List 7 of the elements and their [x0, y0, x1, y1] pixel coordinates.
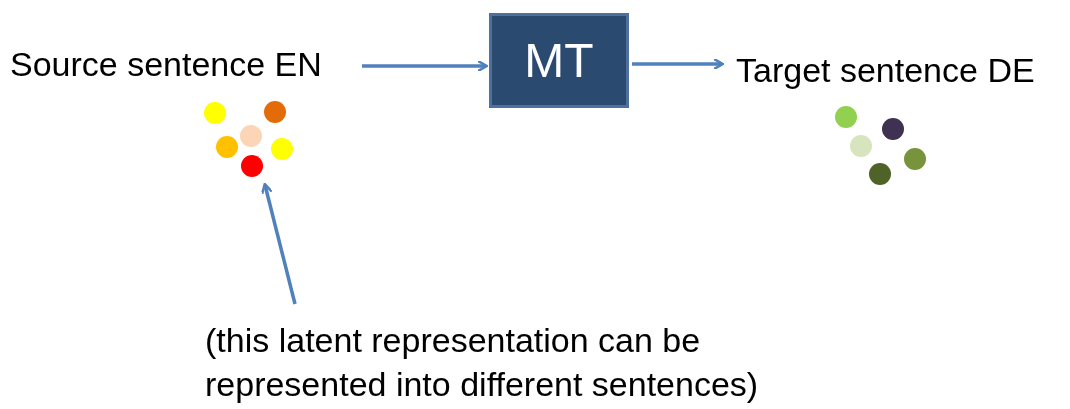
leader-line: [260, 182, 297, 305]
process-box: MT: [489, 13, 629, 108]
text-label: (this latent representation can be represented into different sentences): [205, 320, 760, 406]
arrow: [632, 57, 725, 71]
text-label: Target sentence DE: [736, 50, 1036, 91]
text-label: Source sentence EN: [10, 44, 323, 85]
arrow: [362, 59, 489, 73]
